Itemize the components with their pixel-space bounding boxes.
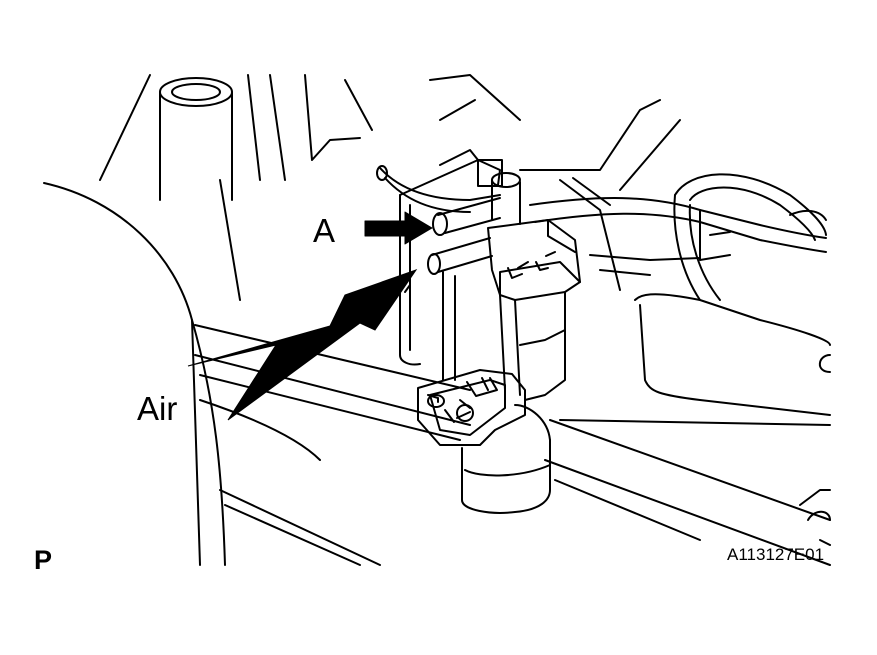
background-structure bbox=[44, 75, 830, 565]
air-flow-arrow bbox=[188, 270, 416, 420]
view-mark-label: P bbox=[34, 545, 53, 575]
illustration-code: A113127E01 bbox=[727, 545, 825, 564]
hoses bbox=[377, 166, 826, 300]
vacuum-switching-valve bbox=[418, 173, 580, 513]
port-a-label: A bbox=[313, 212, 336, 249]
port-a-arrow bbox=[365, 212, 432, 244]
air-label: Air bbox=[137, 390, 178, 427]
